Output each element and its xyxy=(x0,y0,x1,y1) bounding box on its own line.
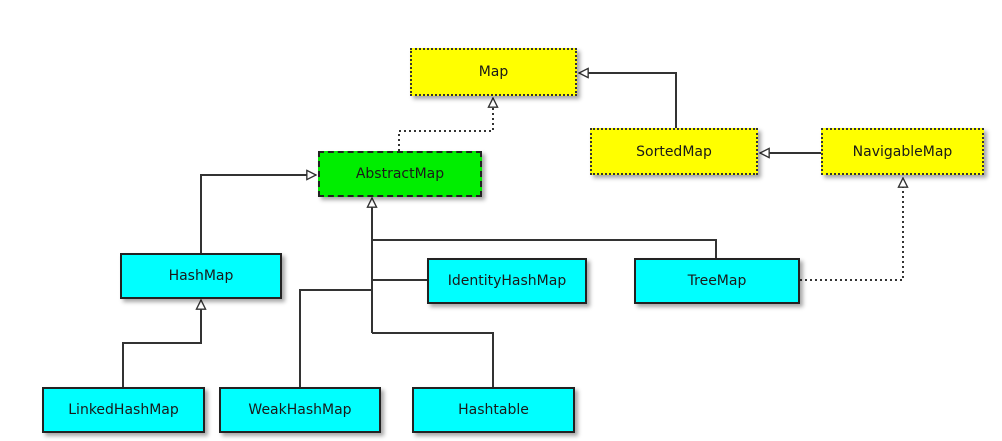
navigable-map-node[interactable]: NavigableMap xyxy=(821,128,984,175)
sorted-map-node[interactable]: SortedMap xyxy=(590,128,758,175)
linked-hash-map-node[interactable]: LinkedHashMap xyxy=(42,387,205,433)
edge-treemap-to-navigablemap xyxy=(800,178,903,281)
edge-abstractmap-to-map xyxy=(398,98,493,151)
identity-hash-map-node[interactable]: IdentityHashMap xyxy=(427,258,587,304)
edge-sortedmap-to-map xyxy=(579,73,677,128)
edge-weakhashmap-to-trunk xyxy=(299,289,372,387)
edge-hashmap-to-abstractmap xyxy=(200,175,316,253)
weak-hash-map-node[interactable]: WeakHashMap xyxy=(219,387,381,433)
tree-map-node[interactable]: TreeMap xyxy=(634,258,800,304)
edge-hashtable-to-trunk xyxy=(372,332,494,387)
hashtable-node[interactable]: Hashtable xyxy=(412,387,575,433)
edge-linkedhashmap-to-hashmap xyxy=(122,300,201,387)
map-node[interactable]: Map xyxy=(410,48,577,96)
hash-map-node[interactable]: HashMap xyxy=(120,253,282,299)
abstract-map-node[interactable]: AbstractMap xyxy=(318,151,482,197)
edge-treemap-to-trunk xyxy=(372,239,717,258)
